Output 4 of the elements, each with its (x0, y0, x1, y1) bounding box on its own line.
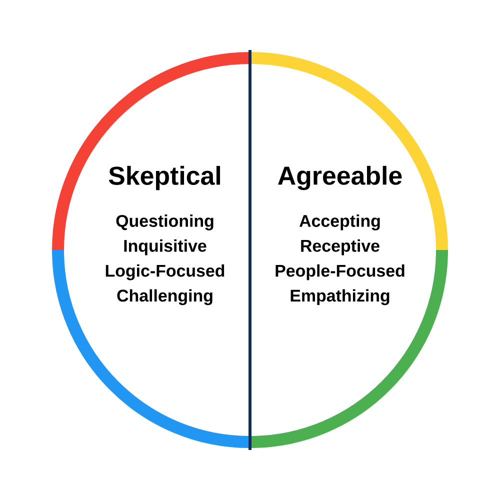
trait-list: Accepting Receptive People-Focused Empathizing (276, 214, 404, 306)
trait-list: Questioning Inquisitive Logic-Focused Challenging (106, 214, 224, 306)
heading: Skeptical (108, 166, 220, 190)
heading: Agreeable (278, 166, 402, 190)
